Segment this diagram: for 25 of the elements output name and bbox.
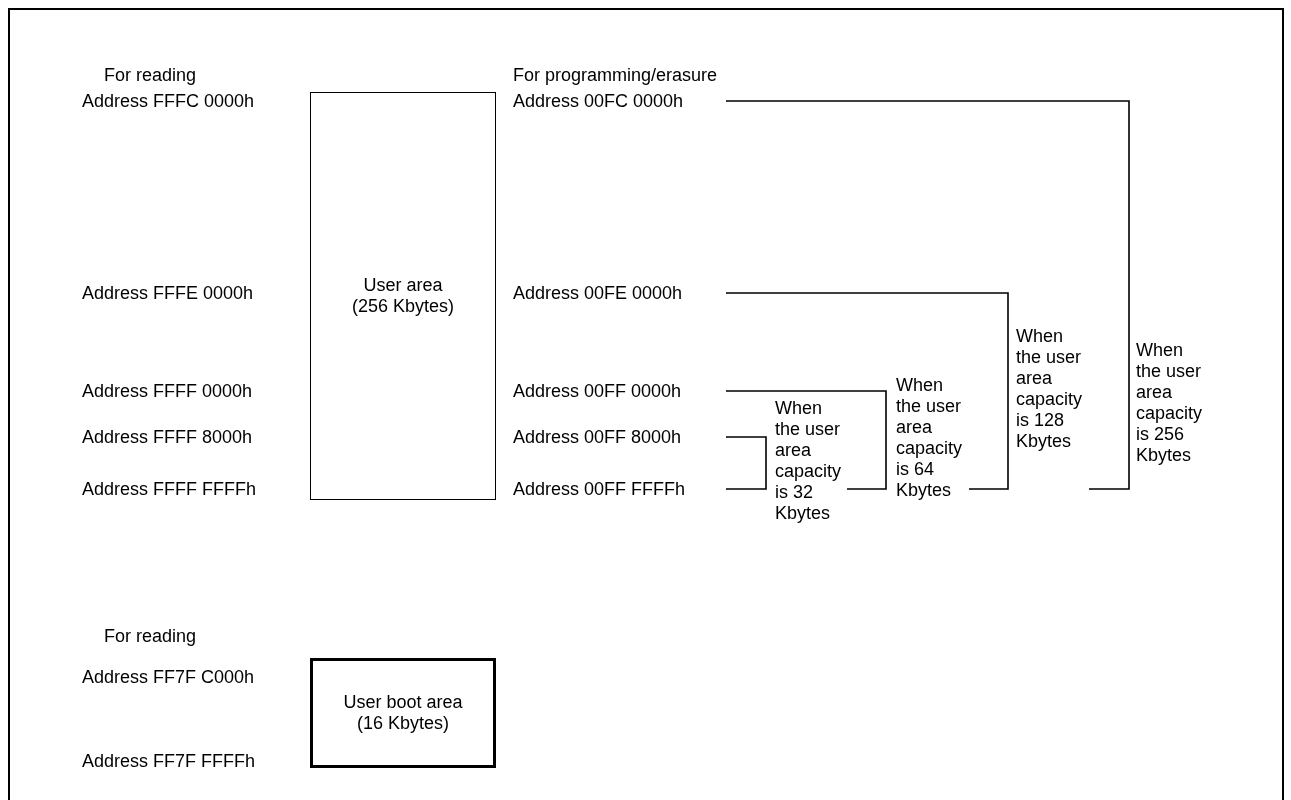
address-label: Address 00FF 8000h — [513, 426, 682, 448]
memory-area-box — [310, 92, 496, 500]
address-label: Address FFFF 0000h — [82, 380, 253, 402]
address-label: Address FFFC 0000h — [82, 90, 255, 112]
address-label: Address FF7F C000h — [82, 666, 255, 688]
address-label: Address FFFF FFFFh — [82, 478, 256, 500]
memory-area-box — [310, 658, 496, 768]
section-heading: For reading — [104, 625, 197, 647]
area-label: (16 Kbytes) — [356, 713, 449, 734]
address-label: Address 00FC 0000h — [513, 90, 684, 112]
address-label: Address 00FE 0000h — [513, 282, 683, 304]
section-heading: For programming/erasure — [513, 64, 718, 86]
area-label: User boot area — [343, 692, 463, 713]
capacity-note: When the user area capacity is 256 Kbytes — [1136, 339, 1204, 466]
area-label: (256 Kbytes) — [351, 296, 455, 317]
address-label: Address 00FF 0000h — [513, 380, 682, 402]
address-label: Address FFFF 8000h — [82, 426, 253, 448]
address-label: Address 00FF FFFFh — [513, 478, 686, 500]
capacity-note: When the user area capacity is 32 Kbytes — [775, 397, 843, 524]
capacity-note: When the user area capacity is 128 Kbytes — [1016, 325, 1084, 452]
address-label: Address FFFE 0000h — [82, 282, 254, 304]
address-label: Address FF7F FFFFh — [82, 750, 256, 772]
section-heading: For reading — [104, 64, 197, 86]
capacity-note: When the user area capacity is 64 Kbytes — [896, 374, 964, 501]
area-label: User area — [363, 275, 443, 296]
